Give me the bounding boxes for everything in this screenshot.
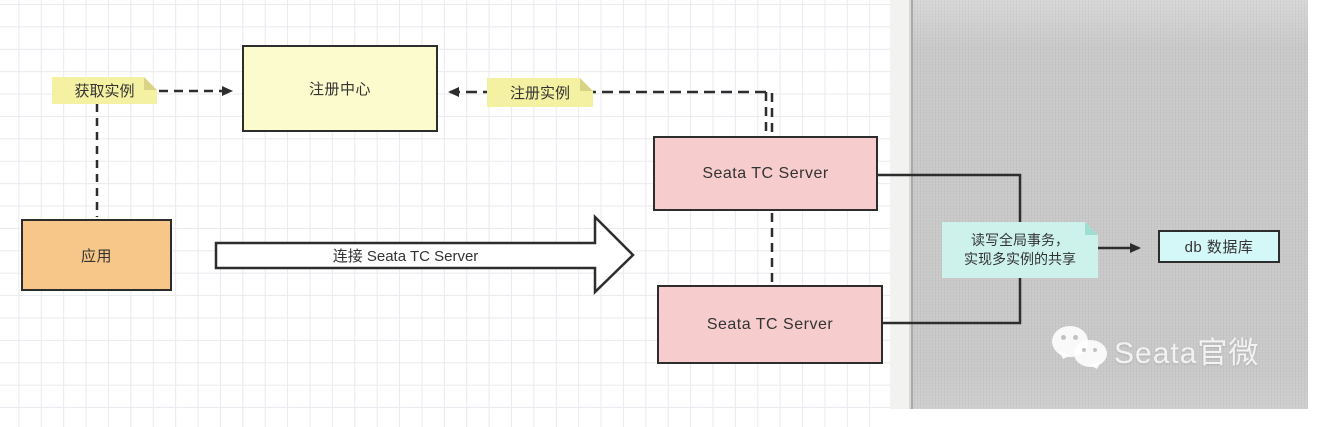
big-arrow-label: 连接 Seata TC Server xyxy=(332,248,479,265)
wechat-eye xyxy=(1082,348,1086,352)
note-register-instance-label: 注册实例 xyxy=(509,85,570,102)
wechat-eye xyxy=(1093,348,1097,352)
node-registry-label: 注册中心 xyxy=(308,81,371,98)
wechat-eye xyxy=(1073,335,1078,340)
note-get-instance: 获取实例 xyxy=(52,77,157,104)
grid-background xyxy=(0,0,890,427)
node-tc-server-2: Seata TC Server xyxy=(657,285,883,364)
big-connect-arrow xyxy=(214,213,635,295)
node-db: db 数据库 xyxy=(1158,230,1280,263)
watermark: Seata官微 xyxy=(1052,324,1259,376)
node-tc-server-1: Seata TC Server xyxy=(653,136,878,211)
note-register-instance: 注册实例 xyxy=(487,78,593,107)
note-global-tx: 读写全局事务， 实现多实例的共享 xyxy=(942,222,1098,278)
watermark-text: Seata官微 xyxy=(1114,337,1260,370)
wechat-bubble-small xyxy=(1074,340,1107,367)
gray-photo-panel xyxy=(890,0,1308,409)
node-tc-server-1-label: Seata TC Server xyxy=(702,164,829,182)
panel-left-edge xyxy=(890,0,913,409)
node-db-label: db 数据库 xyxy=(1184,239,1254,256)
node-app: 应用 xyxy=(21,219,172,291)
note-global-tx-line2: 实现多实例的共享 xyxy=(964,251,1076,267)
node-app-label: 应用 xyxy=(80,247,112,265)
note-global-tx-line1: 读写全局事务， xyxy=(971,232,1069,248)
node-registry: 注册中心 xyxy=(242,45,438,132)
note-global-tx-text: 读写全局事务， 实现多实例的共享 xyxy=(964,231,1076,269)
node-tc-server-2-label: Seata TC Server xyxy=(706,315,834,333)
wechat-icon xyxy=(1052,324,1108,376)
wechat-eye xyxy=(1061,335,1066,340)
note-get-instance-label: 获取实例 xyxy=(74,83,135,100)
